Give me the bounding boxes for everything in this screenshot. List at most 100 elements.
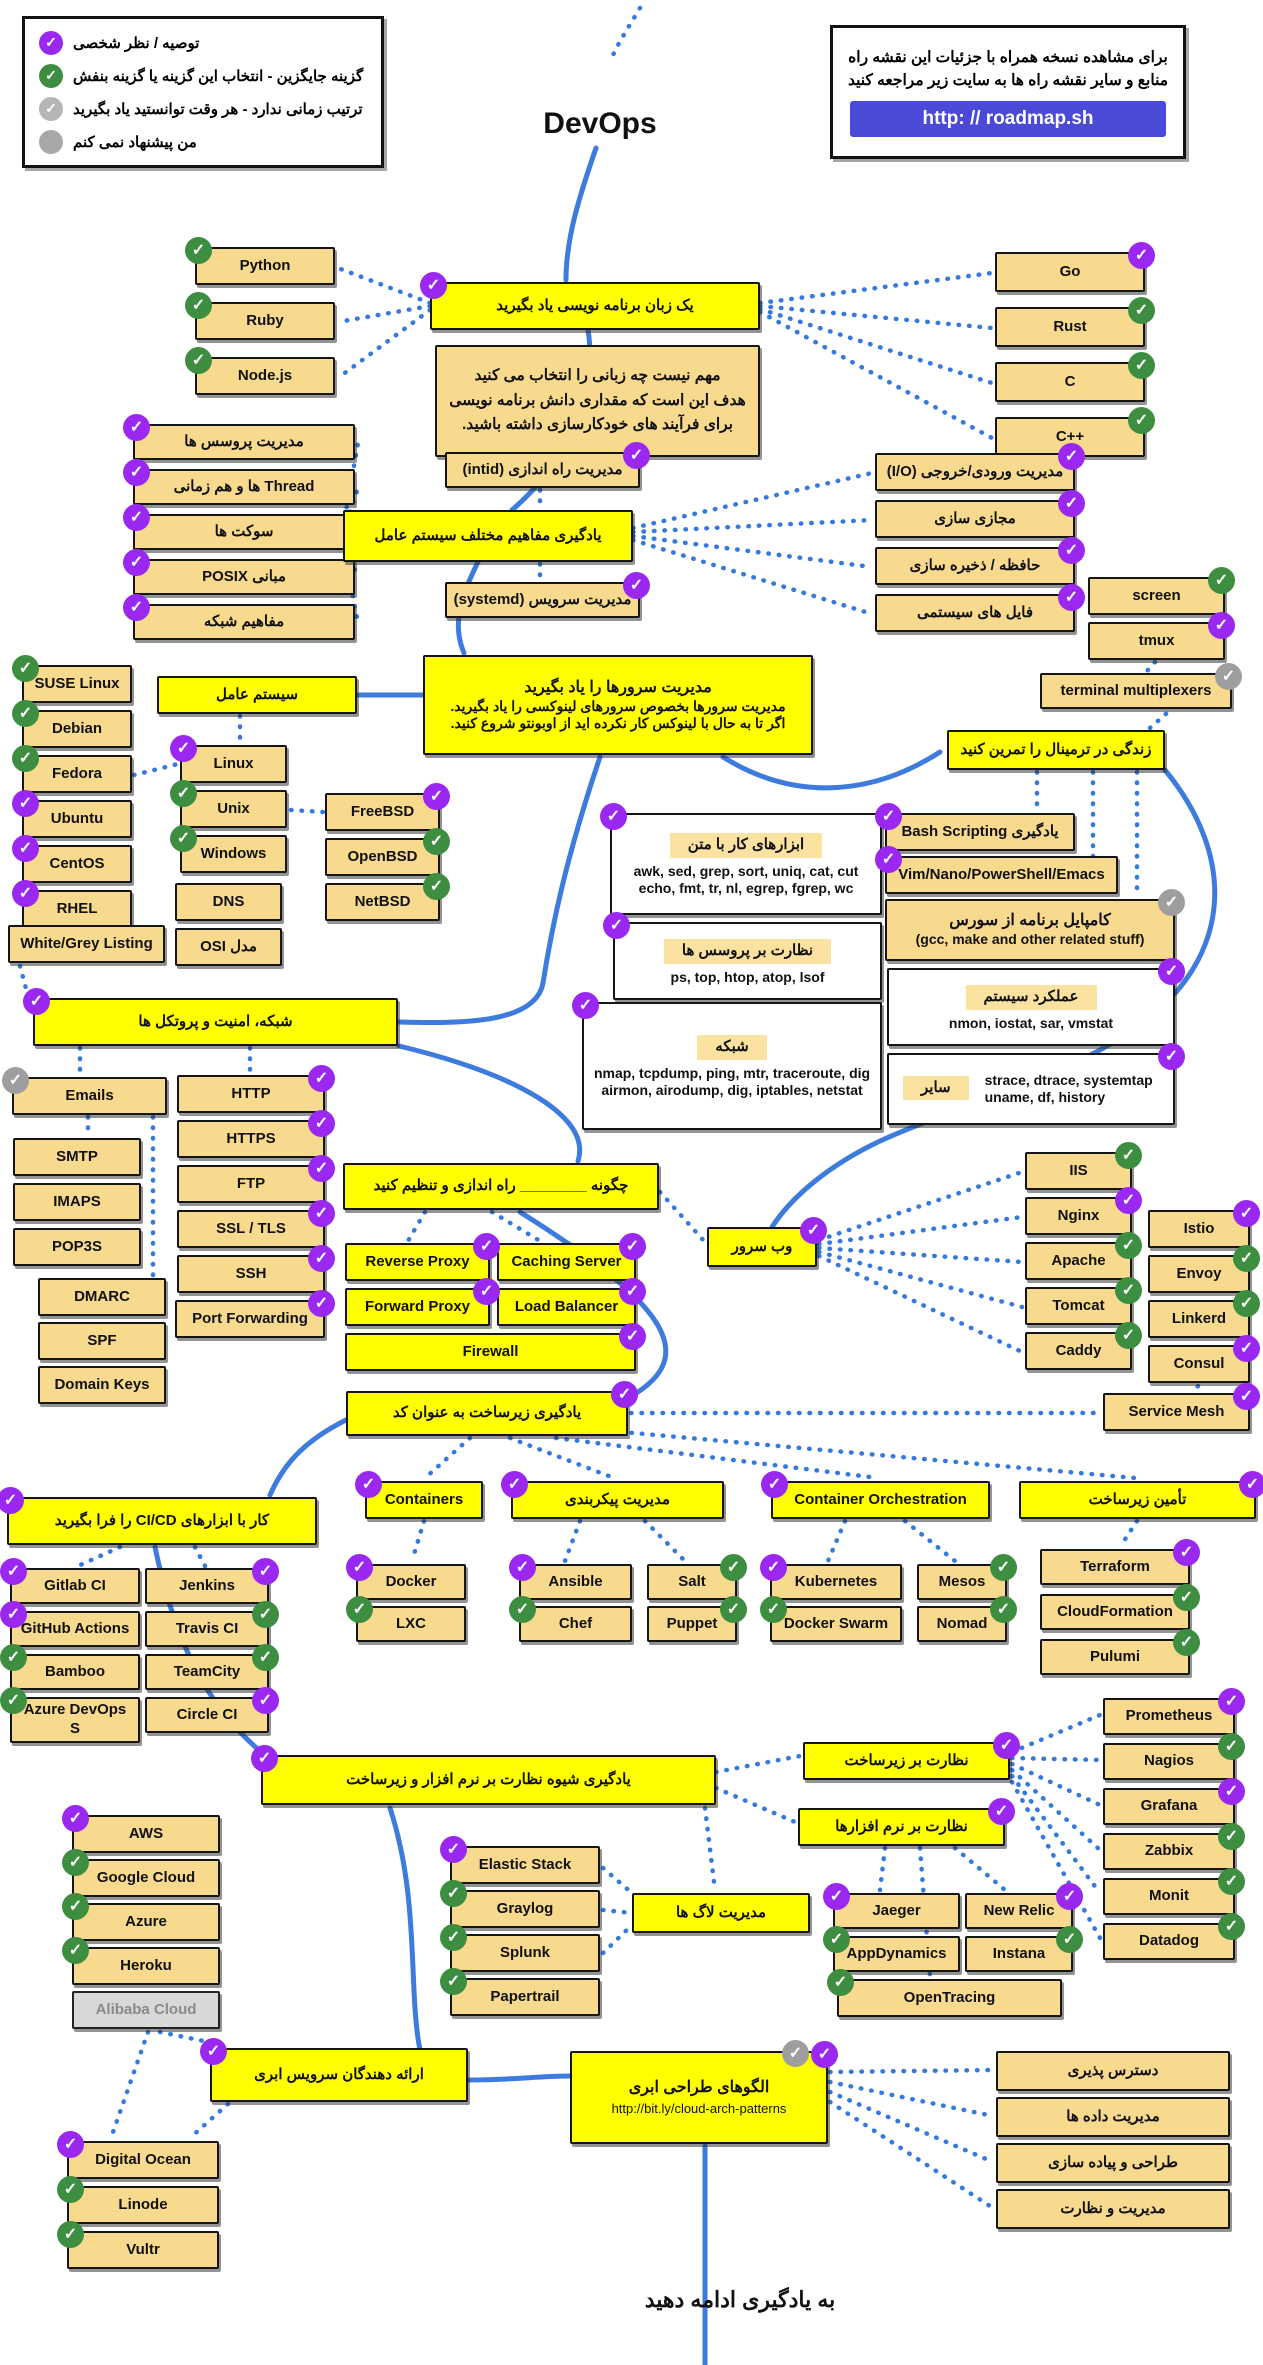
gitlab-ci[interactable]: ✓Gitlab CI <box>0 1558 140 1604</box>
data-management[interactable]: مدیریت داده ها <box>996 2097 1230 2137</box>
nginx[interactable]: ✓Nginx <box>1025 1187 1142 1235</box>
terminal-multiplexers[interactable]: ✓terminal multiplexers <box>1040 663 1242 709</box>
rhel[interactable]: ✓RHEL <box>12 880 132 928</box>
docker[interactable]: ✓Docker <box>346 1554 466 1600</box>
apache[interactable]: ✓Apache <box>1025 1232 1142 1280</box>
https[interactable]: ✓HTTPS <box>177 1110 335 1158</box>
service-mesh[interactable]: ✓Service Mesh <box>1103 1383 1260 1431</box>
github-actions[interactable]: ✓GitHub Actions <box>0 1601 140 1647</box>
prometheus[interactable]: ✓Prometheus <box>1103 1688 1245 1735</box>
splunk[interactable]: ✓Splunk <box>440 1924 600 1972</box>
nagios[interactable]: ✓Nagios <box>1103 1733 1245 1780</box>
caddy[interactable]: ✓Caddy <box>1025 1322 1142 1370</box>
learn-programming-language[interactable]: ✓یک زبان برنامه نویسی یاد بگیرید <box>420 272 760 330</box>
cloud-design-patterns-link[interactable]: http://bit.ly/cloud-arch-patterns <box>611 2100 787 2116</box>
dmarc[interactable]: DMARC <box>38 1278 166 1316</box>
docker-swarm[interactable]: ✓Docker Swarm <box>760 1596 902 1642</box>
suse-linux[interactable]: ✓SUSE Linux <box>12 655 132 703</box>
imaps[interactable]: IMAPS <box>13 1183 141 1221</box>
availability[interactable]: دسترس پذیری <box>996 2051 1230 2091</box>
google-cloud[interactable]: ✓Google Cloud <box>62 1849 220 1897</box>
c-node[interactable]: ✓C <box>995 352 1155 402</box>
alibaba-cloud[interactable]: Alibaba Cloud <box>72 1991 220 2029</box>
cicd-tools[interactable]: ✓کار با ابزارهای CI/CD را فرا بگیرید <box>0 1487 317 1545</box>
terraform[interactable]: ✓Terraform <box>1040 1539 1200 1585</box>
web-server[interactable]: ✓وب سرور <box>707 1217 827 1267</box>
howto-setup[interactable]: چگونه ________ راه اندازی و تنظیم کنید <box>343 1163 659 1210</box>
datadog[interactable]: ✓Datadog <box>1103 1913 1245 1960</box>
nomad[interactable]: ✓Nomad <box>917 1596 1017 1642</box>
linkerd[interactable]: ✓Linkerd <box>1148 1290 1260 1338</box>
roadmap-link-button[interactable]: http: // roadmap.sh <box>849 100 1167 137</box>
linode[interactable]: ✓Linode <box>57 2176 219 2224</box>
monit[interactable]: ✓Monit <box>1103 1868 1245 1915</box>
openbsd[interactable]: ✓OpenBSD <box>325 828 450 876</box>
unix[interactable]: ✓Unix <box>170 780 287 828</box>
virtualization[interactable]: ✓مجازی سازی <box>875 490 1085 538</box>
iis[interactable]: ✓IIS <box>1025 1142 1142 1190</box>
travis-ci[interactable]: ✓Travis CI <box>145 1601 279 1647</box>
consul[interactable]: ✓Consul <box>1148 1335 1260 1383</box>
service-management[interactable]: ✓مدیریت سرویس (systemd) <box>445 572 650 618</box>
freebsd[interactable]: ✓FreeBSD <box>325 783 450 831</box>
mesos[interactable]: ✓Mesos <box>917 1554 1017 1600</box>
jenkins[interactable]: ✓Jenkins <box>145 1558 279 1604</box>
infrastructure-as-code[interactable]: ✓یادگیری زیرساخت به عنوان کد <box>346 1381 638 1436</box>
pulumi[interactable]: ✓Pulumi <box>1040 1629 1200 1675</box>
container-orchestration[interactable]: ✓Container Orchestration <box>761 1471 990 1519</box>
netbsd[interactable]: ✓NetBSD <box>325 873 450 921</box>
centos[interactable]: ✓CentOS <box>12 835 132 883</box>
bamboo[interactable]: ✓Bamboo <box>0 1644 140 1690</box>
cloudformation[interactable]: ✓CloudFormation <box>1040 1584 1200 1630</box>
load-balancer[interactable]: ✓Load Balancer <box>497 1278 646 1326</box>
debian[interactable]: ✓Debian <box>12 700 132 748</box>
threads-concurrency[interactable]: ✓Thread ها و هم زمانی <box>123 459 355 505</box>
digital-ocean[interactable]: ✓Digital Ocean <box>57 2131 219 2179</box>
white-grey-listing[interactable]: White/Grey Listing <box>8 925 165 963</box>
ssl-tls[interactable]: ✓SSL / TLS <box>177 1200 335 1248</box>
chef[interactable]: ✓Chef <box>509 1596 632 1642</box>
sockets[interactable]: ✓سوکت ها <box>123 504 355 550</box>
papertrail[interactable]: ✓Papertrail <box>440 1968 600 2016</box>
ftp[interactable]: ✓FTP <box>177 1155 335 1203</box>
design-implementation[interactable]: طراحی و پیاده سازی <box>996 2143 1230 2183</box>
instana[interactable]: ✓Instana <box>965 1926 1083 1972</box>
infra-provisioning[interactable]: ✓تأمین زیرساخت <box>1019 1471 1263 1519</box>
lxc[interactable]: ✓LXC <box>346 1596 466 1642</box>
circle-ci[interactable]: ✓Circle CI <box>145 1687 279 1733</box>
network-concepts[interactable]: ✓مفاهیم شبکه <box>123 594 355 640</box>
salt[interactable]: ✓Salt <box>647 1554 747 1600</box>
elastic-stack[interactable]: ✓Elastic Stack <box>440 1836 600 1884</box>
reverse-proxy[interactable]: ✓Reverse Proxy <box>345 1233 500 1281</box>
caching-server[interactable]: ✓Caching Server <box>497 1233 646 1281</box>
os-concepts[interactable]: یادگیری مفاهیم مختلف سیستم عامل <box>343 510 633 562</box>
posix-basics[interactable]: ✓مبانی POSIX <box>123 549 355 595</box>
kubernetes[interactable]: ✓Kubernetes <box>760 1554 902 1600</box>
windows[interactable]: ✓Windows <box>170 825 287 873</box>
cloud-providers[interactable]: ✓ارائه دهندگان سرویس ابری <box>200 2038 468 2102</box>
aws[interactable]: ✓AWS <box>62 1805 220 1853</box>
zabbix[interactable]: ✓Zabbix <box>1103 1823 1245 1870</box>
memory-storage[interactable]: ✓حافظه / ذخیره سازی <box>875 537 1085 585</box>
forward-proxy[interactable]: ✓Forward Proxy <box>345 1278 500 1326</box>
vultr[interactable]: ✓Vultr <box>57 2221 219 2269</box>
operating-system-label[interactable]: سیستم عامل <box>157 676 357 714</box>
ubuntu[interactable]: ✓Ubuntu <box>12 790 132 838</box>
emails[interactable]: ✓Emails <box>2 1067 167 1115</box>
dns[interactable]: DNS <box>175 883 282 921</box>
opentracing[interactable]: ✓OpenTracing <box>827 1969 1062 2017</box>
port-forwarding[interactable]: ✓Port Forwarding <box>175 1290 335 1338</box>
tmux-node[interactable]: ✓tmux <box>1088 612 1235 660</box>
management-monitoring[interactable]: مدیریت و نظارت <box>996 2189 1230 2229</box>
puppet[interactable]: ✓Puppet <box>647 1596 747 1642</box>
azure[interactable]: ✓Azure <box>62 1893 220 1941</box>
heroku[interactable]: ✓Heroku <box>62 1937 220 1985</box>
bash-scripting[interactable]: ✓یادگیری Bash Scripting <box>875 803 1075 851</box>
io-management[interactable]: ✓مدیریت ورودی/خروجی (I/O) <box>875 443 1085 491</box>
